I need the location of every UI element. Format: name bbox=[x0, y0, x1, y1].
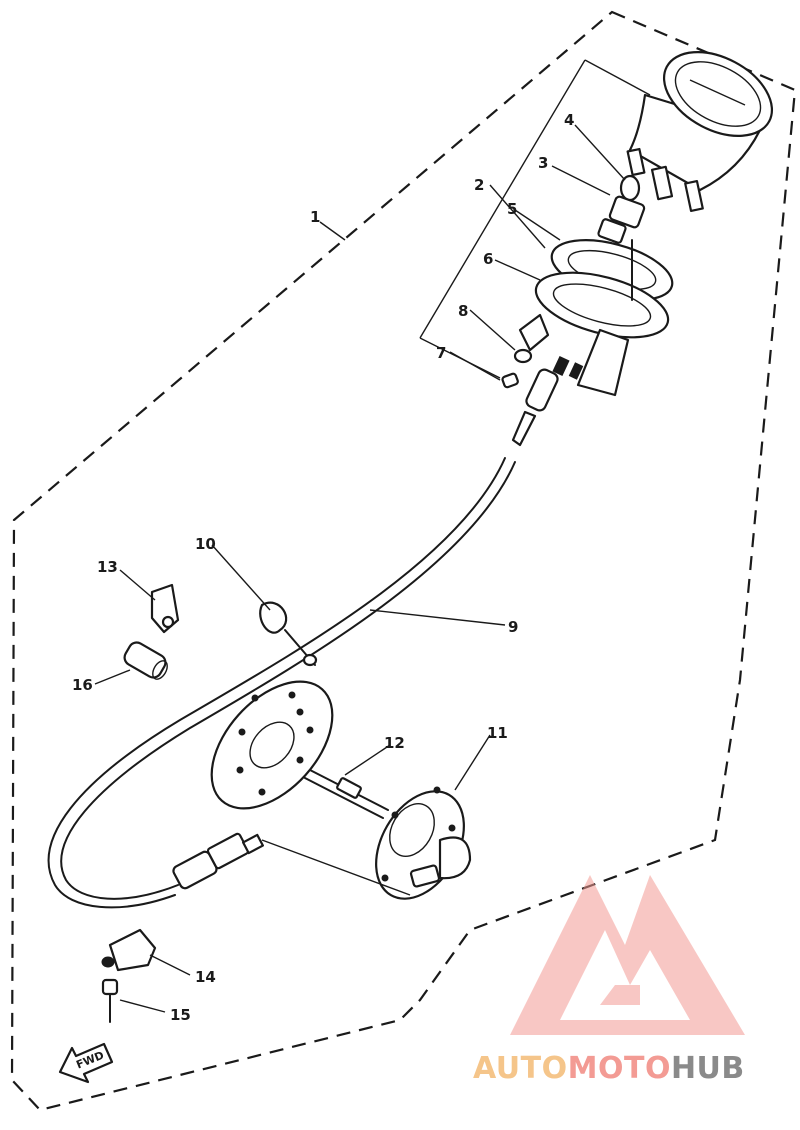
callout-6: 6 bbox=[483, 250, 493, 268]
part-14-holder bbox=[101, 928, 157, 972]
callout-3: 3 bbox=[538, 154, 548, 172]
part-13-clip bbox=[150, 583, 180, 634]
watermark-hub: HUB bbox=[671, 1051, 745, 1086]
drive-shaft bbox=[304, 769, 389, 819]
leader-lines bbox=[94, 59, 651, 1013]
cable-clamp bbox=[259, 601, 318, 667]
callout-4: 4 bbox=[564, 111, 574, 129]
cable-upper-connector bbox=[511, 355, 584, 447]
callout-9: 9 bbox=[508, 618, 518, 636]
damper-and-nut bbox=[501, 348, 533, 389]
cable-lower-connector bbox=[172, 832, 411, 896]
speedometer-meter bbox=[626, 51, 774, 213]
callout-11: 11 bbox=[487, 724, 508, 742]
watermark-text: AUTOMOTOHUB bbox=[473, 1051, 745, 1086]
callout-16: 16 bbox=[72, 676, 93, 694]
speedometer-cable bbox=[47, 457, 516, 909]
speedometer-gear-unit bbox=[375, 786, 472, 900]
callout-13: 13 bbox=[97, 558, 118, 576]
callout-15: 15 bbox=[170, 1006, 191, 1024]
callout-10: 10 bbox=[195, 535, 216, 553]
callout-8: 8 bbox=[458, 302, 468, 320]
meter-bracket bbox=[518, 239, 674, 397]
callout-12: 12 bbox=[384, 734, 405, 752]
callout-7: 7 bbox=[436, 344, 446, 362]
assembly-boundary bbox=[10, 10, 797, 1112]
part-16-collar bbox=[123, 641, 168, 680]
callout-5: 5 bbox=[507, 200, 517, 218]
forward-direction-arrow: FWD bbox=[58, 1042, 114, 1084]
watermark-auto: AUTO bbox=[473, 1051, 568, 1086]
indicator-bulb bbox=[597, 174, 646, 244]
callout-14: 14 bbox=[195, 968, 216, 986]
callout-1: 1 bbox=[310, 208, 320, 226]
callout-2: 2 bbox=[474, 176, 484, 194]
part-15-pin bbox=[101, 978, 119, 1023]
svg-text:AUTOMOTOHUB: AUTOMOTOHUB bbox=[473, 1051, 745, 1086]
watermark-moto: MOTO bbox=[568, 1051, 671, 1086]
watermark-logo bbox=[510, 875, 745, 1035]
hub-disc bbox=[210, 680, 334, 810]
